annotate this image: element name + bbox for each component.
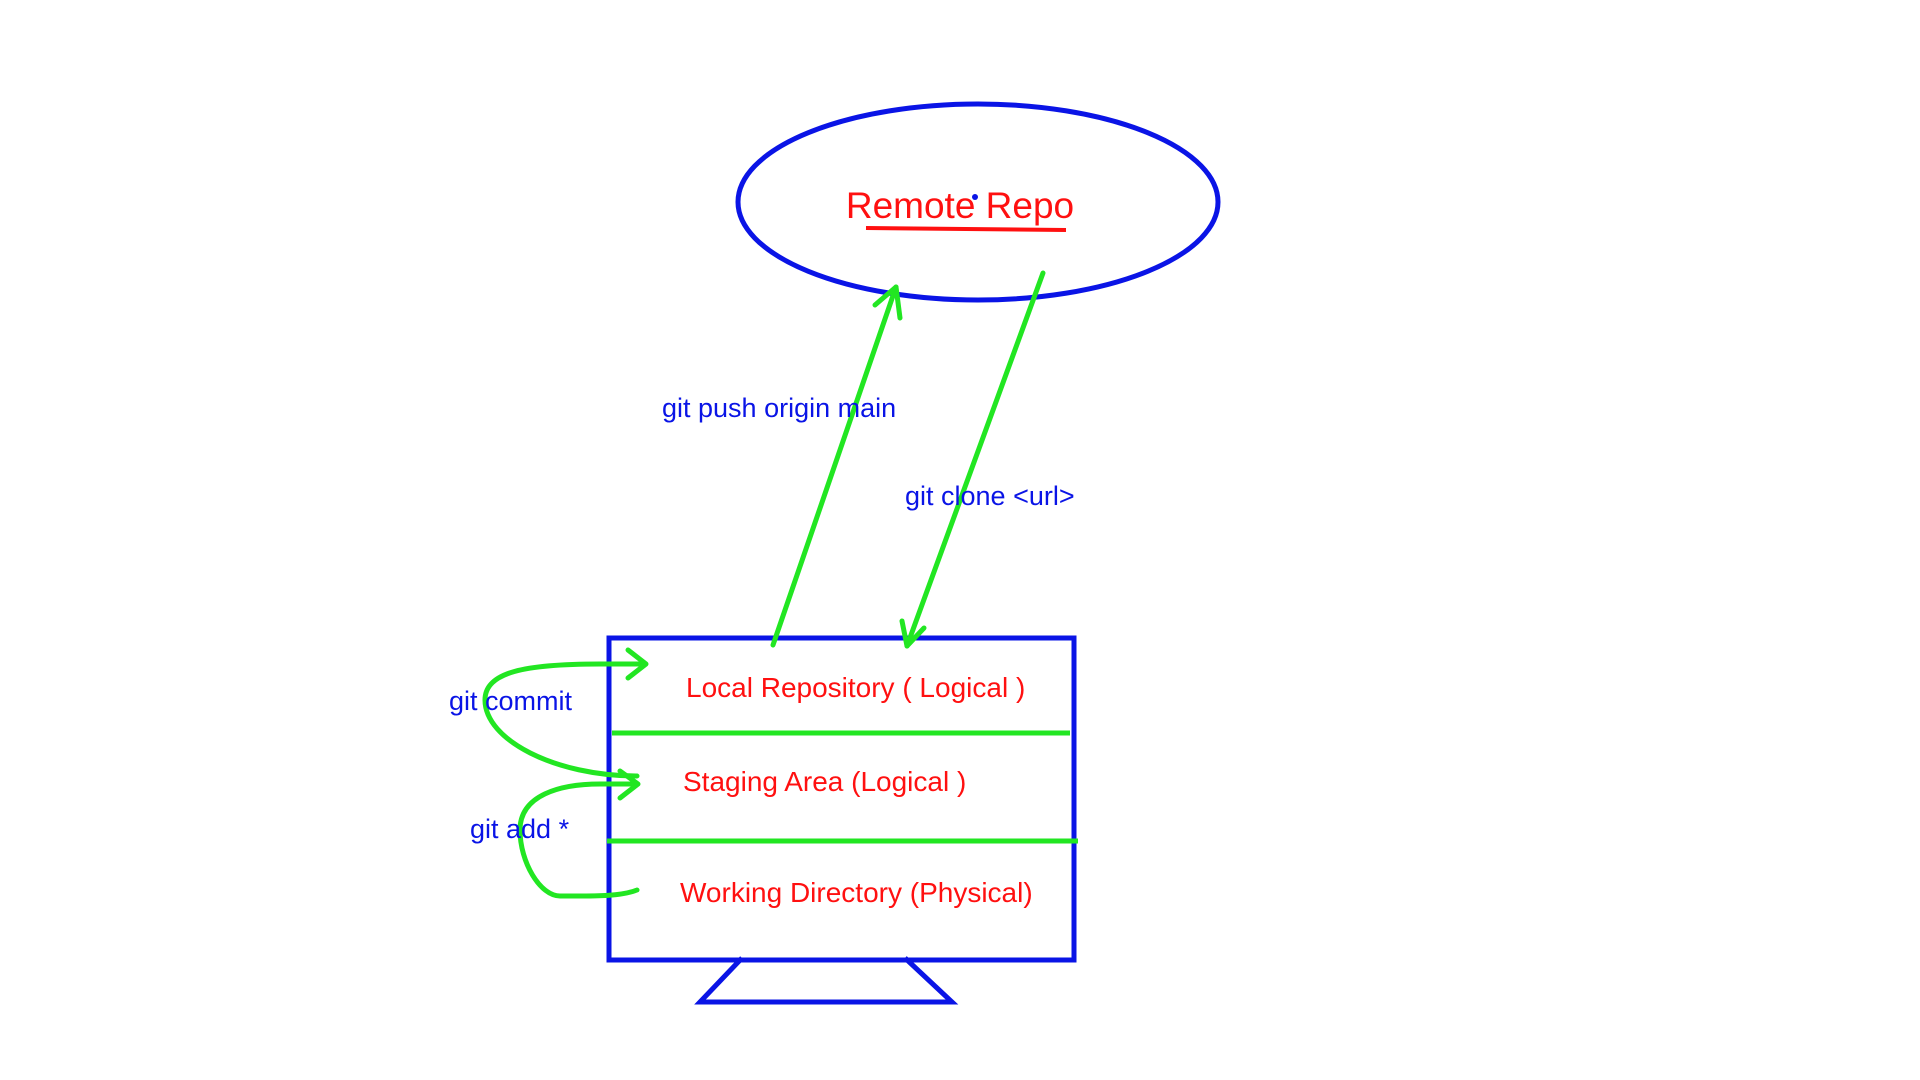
remote-repo-label: Remote Repo <box>846 185 1074 226</box>
local-repository-label: Local Repository ( Logical ) <box>686 672 1025 703</box>
staging-area-label: Staging Area (Logical ) <box>683 766 966 797</box>
commit-arrow-curve <box>482 661 648 779</box>
remote-repo-ellipse <box>735 101 1221 303</box>
push-arrow-line <box>770 284 899 648</box>
git-add-label: git add * <box>470 814 570 844</box>
git-push-label: git push origin main <box>662 393 896 423</box>
remote-repo-underline <box>865 226 1067 232</box>
git-commit-label: git commit <box>449 686 573 716</box>
commit-arrow-head <box>625 647 649 681</box>
add-arrow-curve <box>517 781 640 899</box>
clone-arrow-line <box>904 270 1046 649</box>
push-arrow-head <box>872 284 903 321</box>
computer-monitor <box>606 635 1077 963</box>
monitor-stand <box>694 956 959 1005</box>
clone-arrow-head <box>899 618 927 649</box>
add-arrow-head <box>617 768 641 801</box>
working-directory-label: Working Directory (Physical) <box>680 877 1033 908</box>
stray-dot <box>972 194 978 200</box>
git-clone-label: git clone <url> <box>905 481 1075 511</box>
